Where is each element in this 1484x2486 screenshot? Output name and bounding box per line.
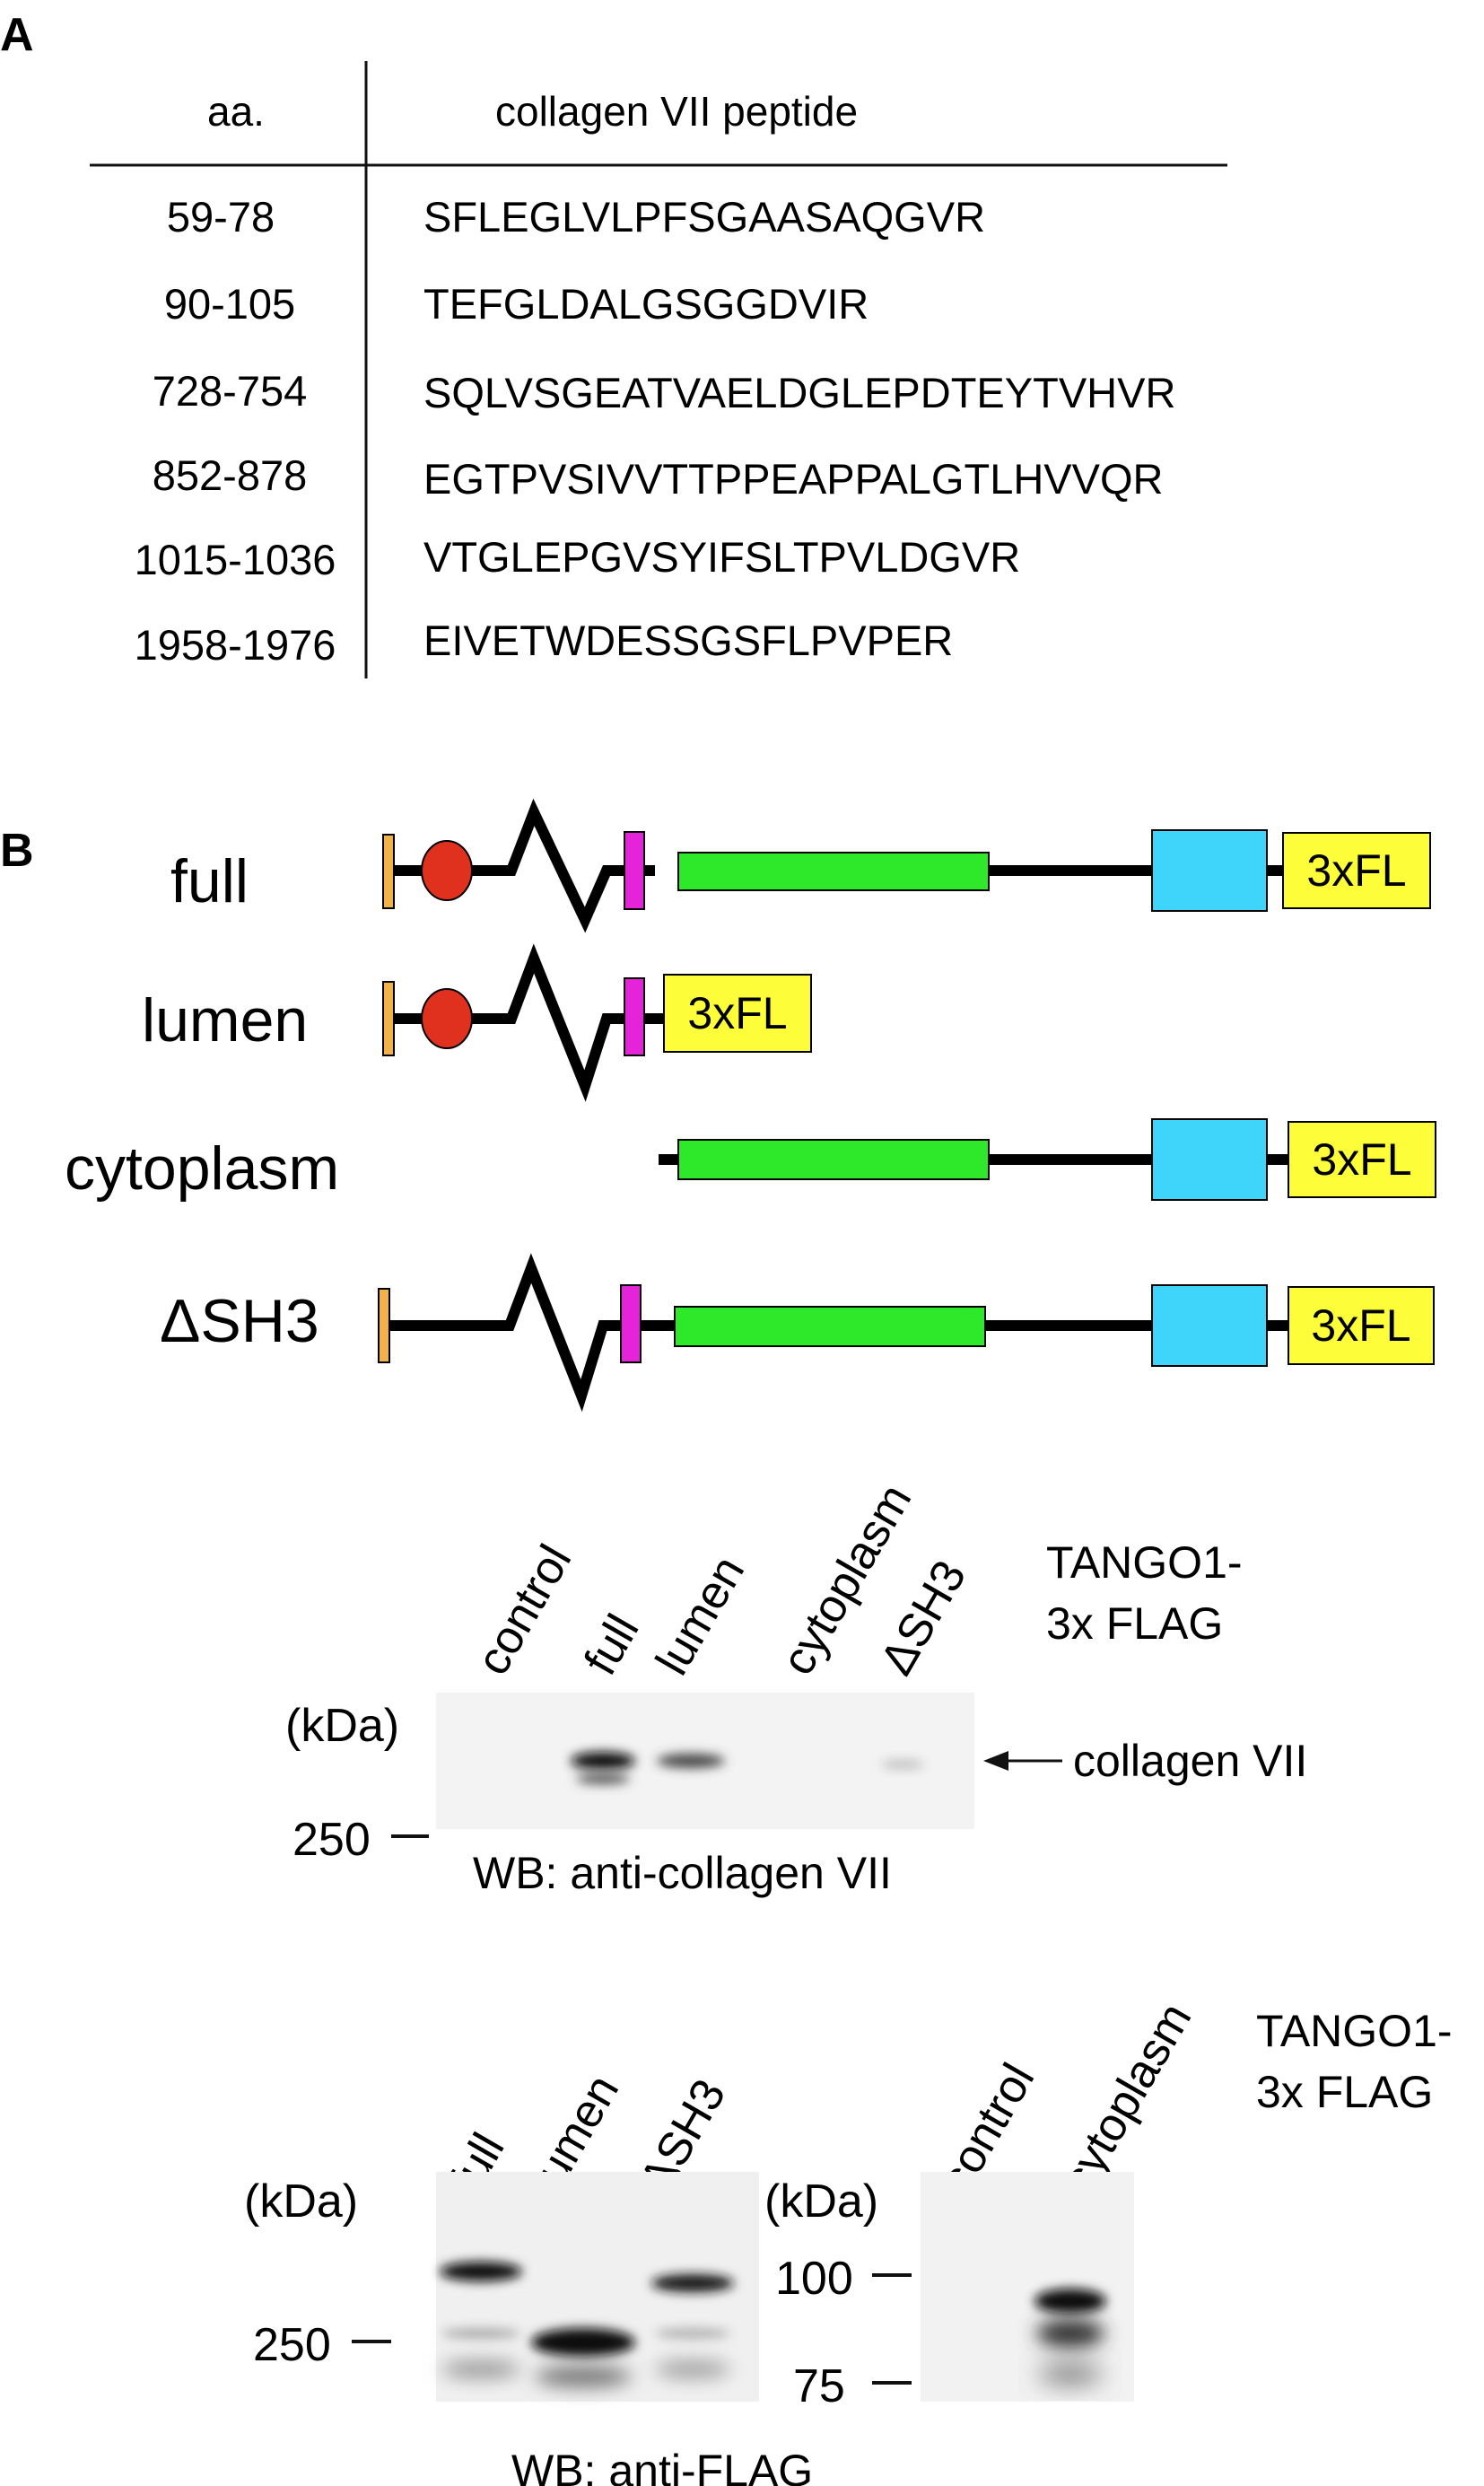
construct-cytoplasm: cytoplasm 3xFL xyxy=(65,1118,1436,1203)
flag-tag-box xyxy=(1282,832,1431,909)
band-cytoplasm-smear xyxy=(1036,2319,1104,2348)
signal-peptide-box xyxy=(382,981,395,1056)
kda-unit-label: (kDa) xyxy=(244,2175,358,2228)
band-full-faint xyxy=(441,2328,520,2339)
kda-unit-label: (kDa) xyxy=(764,2175,878,2228)
band-delta-sh3-smear xyxy=(655,2360,730,2378)
transmembrane-box xyxy=(624,831,645,910)
blot-collagen: control full lumen cytoplasm ΔSH3 TANGO1… xyxy=(285,1475,1307,1898)
construct-label: lumen xyxy=(142,986,308,1055)
construct-full: full 3xFL xyxy=(170,798,1431,933)
backbone-line xyxy=(393,943,664,1102)
table-header-peptide: collagen VII peptide xyxy=(495,88,858,135)
tango-label: TANGO1- xyxy=(1256,2006,1453,2056)
peptide-sequence: VTGLEPGVSYIFSLTPVLDGVR xyxy=(423,533,1020,581)
flag-tag-box xyxy=(1288,1286,1435,1365)
flag-tag-box xyxy=(1288,1121,1436,1198)
flag-tag-label: 3xFL xyxy=(1312,1134,1411,1185)
proline-rich-box xyxy=(1151,1118,1268,1201)
coiled-coil-box xyxy=(677,852,990,891)
marker-75: 75 xyxy=(793,2360,845,2412)
panel-letter-b: B xyxy=(0,825,34,877)
table-row: 90-105 TEFGLDALGSGGDVIR xyxy=(164,280,869,328)
peptide-sequence: SQLVSGEATVAELDGLEPDTEYTVHVR xyxy=(423,369,1175,416)
peptide-sequence: TEFGLDALGSGGDVIR xyxy=(423,280,869,328)
signal-peptide-box xyxy=(378,1288,390,1363)
sh3-domain-oval xyxy=(421,988,473,1049)
band-delta-sh3 xyxy=(651,2274,734,2292)
aa-range: 59-78 xyxy=(167,193,275,241)
sh3-domain-oval xyxy=(421,840,473,901)
band-lumen xyxy=(657,1754,725,1768)
collagen-arrow-label: collagen VII xyxy=(1073,1736,1307,1786)
band-full xyxy=(440,2262,522,2281)
lane-label-cytoplasm: cytoplasm xyxy=(1052,1994,1201,2202)
aa-range: 1958-1976 xyxy=(135,621,336,669)
transmembrane-box xyxy=(620,1284,642,1363)
band-delta-sh3-faint xyxy=(655,2328,730,2339)
band-cytoplasm xyxy=(1034,2289,1106,2314)
panel-letter-a: A xyxy=(0,9,34,61)
construct-label: ΔSH3 xyxy=(160,1287,319,1355)
proline-rich-box xyxy=(1151,829,1268,912)
band-full-lower xyxy=(576,1773,630,1784)
band-lumen xyxy=(531,2328,635,2357)
construct-label: full xyxy=(170,847,249,915)
blot-flag: full lumen ΔSH3 control cytoplasm TANGO1… xyxy=(244,1994,1453,2486)
coiled-coil-box xyxy=(677,1139,990,1180)
lane-label-full: full xyxy=(574,1606,649,1684)
construct-lumen: lumen 3xFL xyxy=(142,943,812,1102)
flag-tag-label: 3xFL xyxy=(1311,1300,1410,1351)
flag-tag-label: 3xFL xyxy=(687,988,787,1038)
band-full-smear xyxy=(441,2360,520,2378)
band-cytoplasm-lower xyxy=(1038,2365,1103,2383)
peptide-sequence: SFLEGLVLPFSGAASAQGVR xyxy=(423,193,985,241)
tango-label: TANGO1- xyxy=(1046,1537,1243,1588)
tango-label-flag: 3x FLAG xyxy=(1256,2067,1433,2117)
table-row: 1015-1036 VTGLEPGVSYIFSLTPVLDGVR xyxy=(135,533,1021,583)
aa-range: 852-878 xyxy=(153,451,308,499)
marker-250: 250 xyxy=(292,1814,371,1866)
aa-range: 90-105 xyxy=(164,280,295,328)
construct-delta-sh3: ΔSH3 3xFL xyxy=(160,1253,1435,1413)
table-row: 852-878 EGTPVSIVVTTPPEAPPALGTLHVVQR xyxy=(153,451,1164,503)
blot-membrane xyxy=(921,2172,1134,2402)
marker-100: 100 xyxy=(775,2253,853,2305)
collagen-arrow-head xyxy=(983,1751,1008,1771)
band-lumen-smear xyxy=(535,2366,632,2387)
backbone-line xyxy=(389,1253,675,1413)
construct-label: cytoplasm xyxy=(65,1134,339,1203)
transmembrane-box xyxy=(624,977,645,1056)
blot-caption: WB: anti-collagen VII xyxy=(473,1848,892,1898)
band-full xyxy=(571,1752,635,1770)
flag-tag-box xyxy=(663,974,812,1053)
band-delta-sh3 xyxy=(881,1760,924,1769)
flag-tag-label: 3xFL xyxy=(1306,845,1406,896)
coiled-coil-box xyxy=(674,1306,986,1347)
table-row: 1958-1976 EIVETWDESSGSFLPVPER xyxy=(135,617,954,669)
lane-label-control: control xyxy=(467,1536,581,1684)
peptide-sequence: EIVETWDESSGSFLPVPER xyxy=(423,617,953,664)
table-header-aa: aa. xyxy=(207,88,265,135)
table-row: 728-754 SQLVSGEATVAELDGLEPDTEYTVHVR xyxy=(153,367,1176,416)
table-row: 59-78 SFLEGLVLPFSGAASAQGVR xyxy=(167,193,985,241)
backbone-line xyxy=(393,798,655,933)
blot-caption: WB: anti-FLAG xyxy=(511,2446,813,2486)
signal-peptide-box xyxy=(382,834,395,909)
tango-label-flag: 3x FLAG xyxy=(1046,1598,1223,1649)
kda-unit-label: (kDa) xyxy=(285,1700,399,1752)
aa-range: 1015-1036 xyxy=(135,536,336,583)
marker-250: 250 xyxy=(253,2319,331,2371)
lane-label-lumen: lumen xyxy=(646,1547,755,1684)
proline-rich-box xyxy=(1151,1284,1268,1367)
lane-label-delta-sh3: ΔSH3 xyxy=(870,1552,976,1684)
peptide-sequence: EGTPVSIVVTTPPEAPPALGTLHVVQR xyxy=(423,455,1163,503)
aa-range: 728-754 xyxy=(153,367,308,415)
